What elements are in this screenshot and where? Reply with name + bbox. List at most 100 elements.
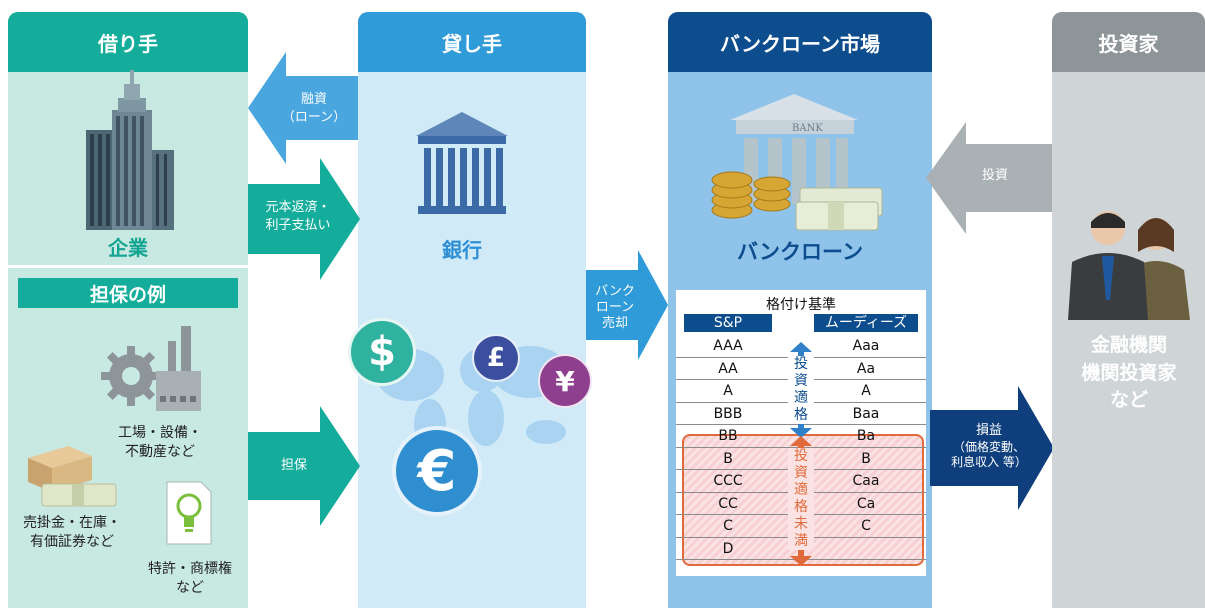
sale-arrow	[586, 250, 668, 360]
collateral-title: 担保の例	[18, 278, 238, 308]
collateral-item2-line1: 売掛金・在庫・	[23, 515, 121, 531]
yen-coin: ¥	[538, 354, 592, 408]
dollar-coin: $	[348, 318, 416, 386]
speculative-grade-char: 未	[794, 516, 808, 532]
investment-grade-char: 資	[794, 373, 808, 389]
investor-entity-line2: 機関投資家	[1081, 361, 1177, 384]
investment-grade-char: 適	[794, 390, 808, 406]
invest-arrow	[926, 122, 1054, 234]
investor-entity: 金融機関 機関投資家 など	[1054, 332, 1204, 415]
moodys-rating: B	[861, 450, 871, 467]
speculative-grade-label: 投資適格未満	[788, 448, 814, 550]
sp-rating: C	[723, 518, 733, 534]
repayment-label-line1: 元本返済・	[265, 200, 331, 216]
sale-label-line2: ローン	[595, 299, 635, 315]
collateral-arrow-label: 担保	[280, 458, 307, 474]
skyscraper-icon	[86, 70, 174, 230]
speculative-grade-char: 満	[794, 533, 808, 549]
collateral-item3-line1: 特許・商標権	[148, 561, 232, 577]
pound-coin: £	[472, 334, 520, 382]
moodys-rating: Aa	[856, 360, 876, 377]
moodys-rating: C	[861, 518, 871, 534]
market-title: バンクローン市場	[720, 31, 880, 56]
sp-header-label: S&P	[713, 315, 743, 331]
collateral-item2-line2: 有価証券など	[30, 533, 114, 550]
collateral-item3-line2: など	[176, 579, 204, 596]
speculative-grade-char: 資	[794, 465, 808, 481]
investment-grade-char: 投	[794, 356, 808, 372]
sp-header: S&P	[684, 314, 772, 332]
moodys-rating: A	[861, 383, 871, 399]
moodys-rating: Caa	[852, 473, 880, 489]
collateral-item2: 売掛金・在庫・ 有価証券など	[12, 514, 132, 552]
investment-grade-label: 投資適格	[788, 356, 814, 424]
sale-label-line1: バンク	[595, 283, 635, 299]
bank-sign-text: BANK	[792, 123, 823, 134]
speculative-grade-char: 格	[794, 499, 808, 515]
bank-with-money-icon: BANK	[711, 94, 883, 231]
investor-header: 投資家	[1052, 12, 1205, 72]
speculative-grade-char: 適	[794, 482, 808, 498]
repayment-label: 元本返済・ 利子支払い	[250, 192, 346, 242]
bank-building-icon	[416, 112, 508, 214]
sp-rating: A	[723, 383, 733, 399]
pnl-label: 損益 （価格変動、 利息収入 等）	[936, 414, 1042, 480]
bank-label: 銀行	[442, 238, 482, 262]
borrower-header: 借り手	[8, 12, 248, 72]
rating-title: 格付け基準	[766, 297, 836, 313]
investor-entity-line3: など	[1109, 389, 1148, 412]
sp-rating: BB	[718, 428, 738, 444]
collateral-item1-line2: 不動産など	[125, 443, 195, 460]
pnl-label-line2: （価格変動、	[952, 439, 1025, 454]
speculative-grade-char: 投	[794, 448, 808, 464]
collateral-arrow	[248, 406, 360, 526]
moodys-rating: Baa	[852, 405, 880, 422]
repayment-arrow	[248, 158, 360, 280]
moodys-rating: Ba	[856, 428, 876, 444]
sp-rating: AAA	[713, 338, 743, 354]
borrower-title: 借り手	[98, 31, 158, 56]
loan-arrow	[248, 52, 358, 164]
market-header: バンクローン市場	[668, 12, 932, 72]
lender-header: 貸し手	[358, 12, 586, 72]
sp-rating: D	[722, 540, 734, 557]
investment-grade-char: 格	[794, 407, 808, 423]
sp-rating: B	[723, 450, 733, 467]
collateral-item1-line1: 工場・設備・	[118, 425, 202, 441]
bank-loan-label: バンクローン	[737, 240, 863, 264]
pnl-arrow	[930, 386, 1054, 510]
pnl-label-line3: 利息収入 等）	[951, 455, 1027, 470]
moodys-header-label: ムーディーズ	[824, 315, 908, 331]
sp-rating: BBB	[713, 405, 743, 422]
moodys-header: ムーディーズ	[814, 314, 918, 332]
factory-gear-icon	[101, 326, 201, 411]
boxes-icon	[28, 446, 117, 507]
moodys-rating: Aaa	[852, 338, 880, 354]
sale-label: バンク ローン 売却	[588, 278, 642, 338]
company-label: 企業	[108, 236, 148, 260]
euro-icon: €	[417, 438, 457, 504]
sp-rating: CC	[718, 495, 738, 512]
investor-entity-line1: 金融機関	[1090, 334, 1167, 356]
investor-title: 投資家	[1098, 31, 1159, 56]
repayment-label-line2: 利子支払い	[265, 218, 331, 233]
lender-column: 貸し手	[358, 12, 586, 608]
pound-icon: £	[486, 343, 506, 373]
invest-label: 投資	[981, 168, 1008, 184]
euro-coin: €	[392, 426, 482, 516]
loan-label-line2: （ローン）	[281, 110, 347, 125]
rating-row: AAA Aaa	[676, 335, 926, 358]
collateral-item1: 工場・設備・ 不動産など	[100, 424, 220, 462]
collateral-item3: 特許・商標権 など	[140, 560, 240, 598]
loan-label-line1: 融資	[300, 92, 327, 108]
borrower-divider	[8, 265, 248, 268]
loan-label: 融資 （ローン）	[268, 84, 360, 134]
sale-label-line3: 売却	[601, 316, 628, 332]
moodys-rating: Ca	[856, 495, 876, 512]
lender-title: 貸し手	[442, 31, 502, 56]
sp-rating: CCC	[713, 473, 743, 489]
lightbulb-icon	[166, 481, 212, 545]
dollar-icon: $	[368, 329, 396, 375]
business-people-icon	[1068, 211, 1190, 320]
